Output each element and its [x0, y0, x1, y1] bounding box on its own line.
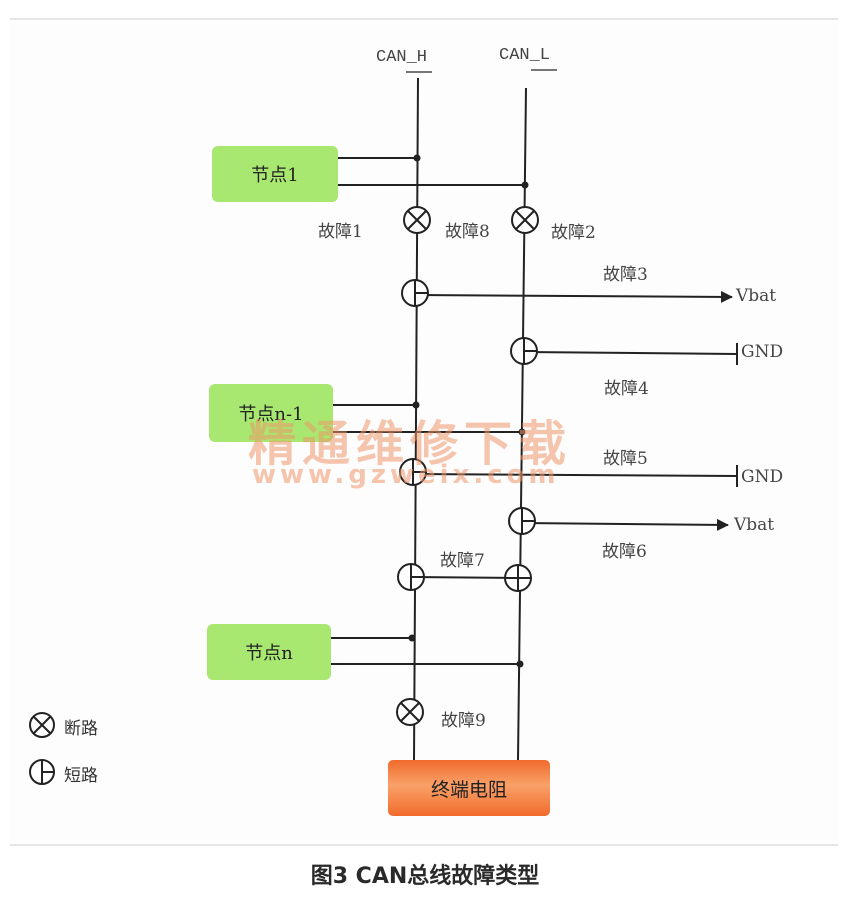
vbat-label-top: Vbat — [736, 286, 777, 306]
short-circuit-fault7-l-icon — [504, 564, 532, 592]
node-n-can-l-junction — [516, 660, 524, 668]
fault5-gnd-wire — [412, 473, 738, 477]
can-h-label: CAN_H — [376, 48, 428, 67]
short-circuit-fault3-icon — [401, 279, 429, 307]
short-circuit-fault5-icon — [399, 458, 427, 486]
node-n-1-can-h-junction — [412, 401, 420, 409]
fault5-label: 故障5 — [603, 449, 648, 469]
figure-caption: 图3 CAN总线故障类型 — [310, 864, 540, 889]
node-n: 节点n — [207, 624, 331, 680]
open-circuit-fault8-icon — [403, 206, 431, 234]
open-circuit-fault2-icon — [511, 206, 539, 234]
legend-open-circuit-icon — [29, 712, 55, 738]
short-circuit-fault4-icon — [510, 337, 538, 365]
node1-can-h-junction — [413, 154, 421, 162]
can-l-underline — [531, 69, 557, 71]
fault3-vbat-wire — [414, 290, 733, 303]
can-h-underline — [406, 71, 432, 73]
fault8-label: 故障8 — [445, 222, 490, 242]
node-n-minus-1: 节点n-1 — [209, 384, 333, 442]
fault9-label: 故障9 — [441, 711, 486, 731]
legend-short-circuit-label: 短路 — [64, 766, 98, 786]
gnd-label-mid: GND — [741, 467, 784, 487]
fault6-vbat-wire — [521, 518, 729, 531]
vbat-label-mid: Vbat — [734, 515, 775, 535]
node-n-can-h-junction — [408, 634, 416, 642]
fault3-label: 故障3 — [603, 265, 648, 285]
legend-short-circuit-icon — [29, 759, 55, 785]
node-n-1-can-l-junction — [518, 428, 526, 436]
fault4-gnd-wire — [523, 351, 738, 355]
fault4-label: 故障4 — [604, 379, 649, 399]
fault7-bridge-wire — [410, 576, 519, 579]
open-circuit-fault9-icon — [396, 698, 424, 726]
fault7-label: 故障7 — [440, 551, 485, 571]
fault2-label: 故障2 — [551, 223, 596, 243]
short-circuit-fault7-h-icon — [397, 563, 425, 591]
short-circuit-fault6-icon — [508, 507, 536, 535]
can-l-bus-line — [517, 87, 527, 761]
gnd-label-top: GND — [741, 342, 784, 362]
terminating-resistor: 终端电阻 — [388, 760, 550, 816]
node1-can-l-junction — [521, 181, 529, 189]
fault1-label: 故障1 — [318, 222, 363, 242]
node-1: 节点1 — [212, 146, 338, 202]
can-l-label: CAN_L — [499, 46, 551, 65]
watermark-url: www.gzweix.com — [252, 460, 560, 490]
fault6-label: 故障6 — [602, 542, 647, 562]
legend-open-circuit-label: 断路 — [64, 719, 98, 739]
watermark-text: 精通维修下载 — [248, 416, 573, 472]
can-h-bus-line — [413, 77, 419, 761]
